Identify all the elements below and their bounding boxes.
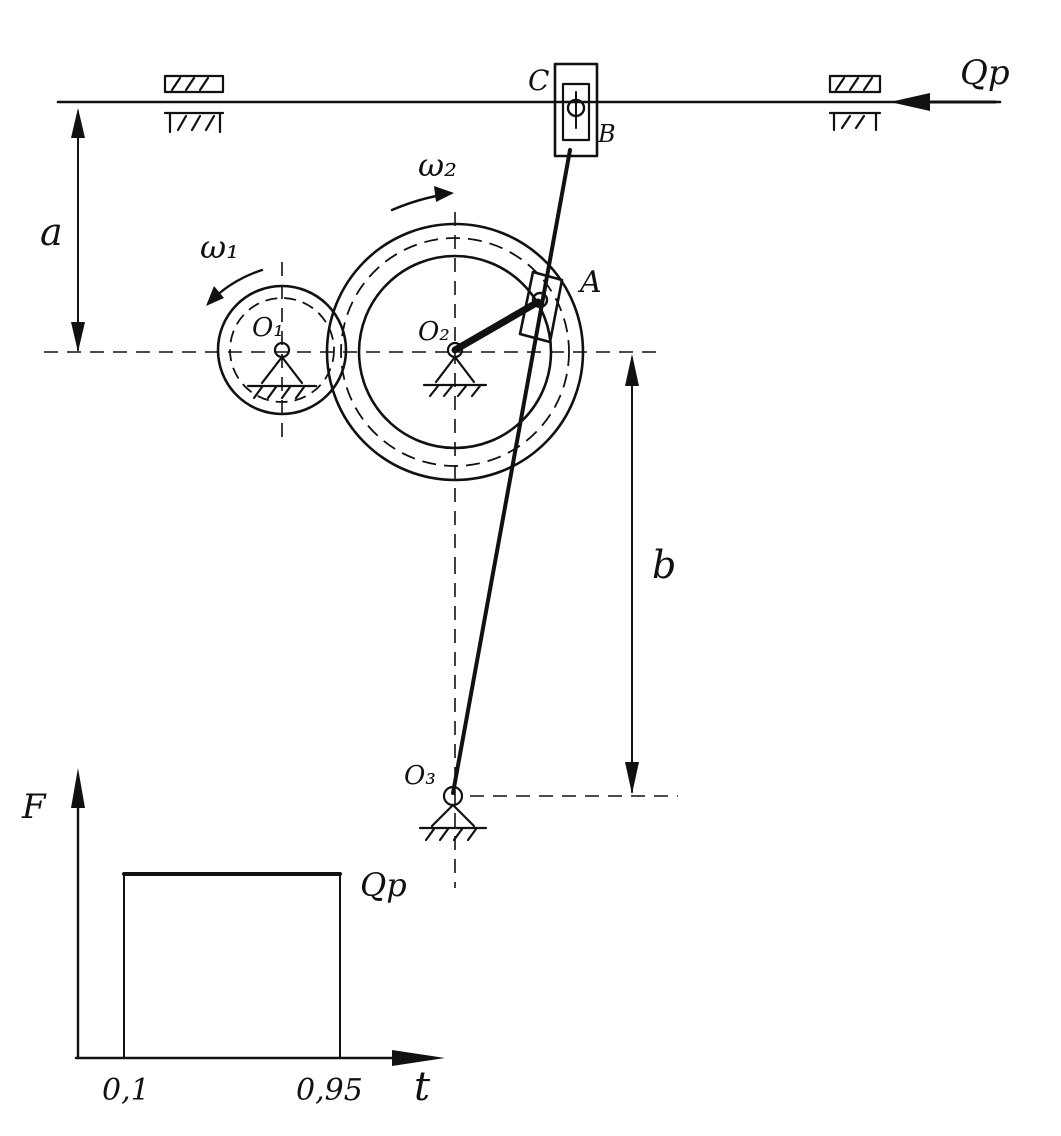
point-c-label: C xyxy=(528,64,549,97)
pivot-o1-label: O₁ xyxy=(252,313,284,343)
rocker-o3-b xyxy=(451,148,572,795)
dimension-b xyxy=(625,354,639,794)
gear-small-o1 xyxy=(216,262,348,440)
point-a-label: A xyxy=(577,265,602,300)
omega1-arrow xyxy=(206,268,264,306)
omega1-label: ω₁ xyxy=(200,228,239,266)
plot-x-axis-arrow xyxy=(392,1050,445,1066)
omega2-arrow xyxy=(390,186,454,212)
pivot-support-o2 xyxy=(422,341,488,398)
pivot-support-o1 xyxy=(246,341,318,400)
dimension-a-label: a xyxy=(40,210,63,254)
point-b-label: B xyxy=(597,120,616,148)
pivot-support-o3 xyxy=(418,785,488,842)
gear-large-o2 xyxy=(325,212,585,560)
plot-y-axis-label: F xyxy=(21,787,47,827)
force-arrow-qp xyxy=(890,93,997,111)
dimension-b-label: b xyxy=(652,543,676,587)
plot-y-axis-arrow xyxy=(71,768,85,808)
omega2-label: ω₂ xyxy=(418,146,457,184)
slider-block-c xyxy=(553,62,599,158)
plot-x-axis-label: t xyxy=(414,1064,431,1110)
dimension-a xyxy=(71,108,85,352)
pivot-o2-label: O₂ xyxy=(418,317,450,347)
left-guide-bearing xyxy=(163,74,225,134)
plot-end-label: 0,95 xyxy=(296,1073,363,1108)
force-time-plot xyxy=(71,768,445,1066)
right-guide-bearing xyxy=(828,74,882,132)
force-label-qp: Qp xyxy=(960,53,1010,93)
plot-level-label: Qp xyxy=(360,866,407,904)
pivot-o3-label: O₃ xyxy=(404,761,436,791)
plot-start-label: 0,1 xyxy=(102,1073,150,1108)
joint-b xyxy=(566,98,586,118)
slider-block-a xyxy=(518,270,564,344)
